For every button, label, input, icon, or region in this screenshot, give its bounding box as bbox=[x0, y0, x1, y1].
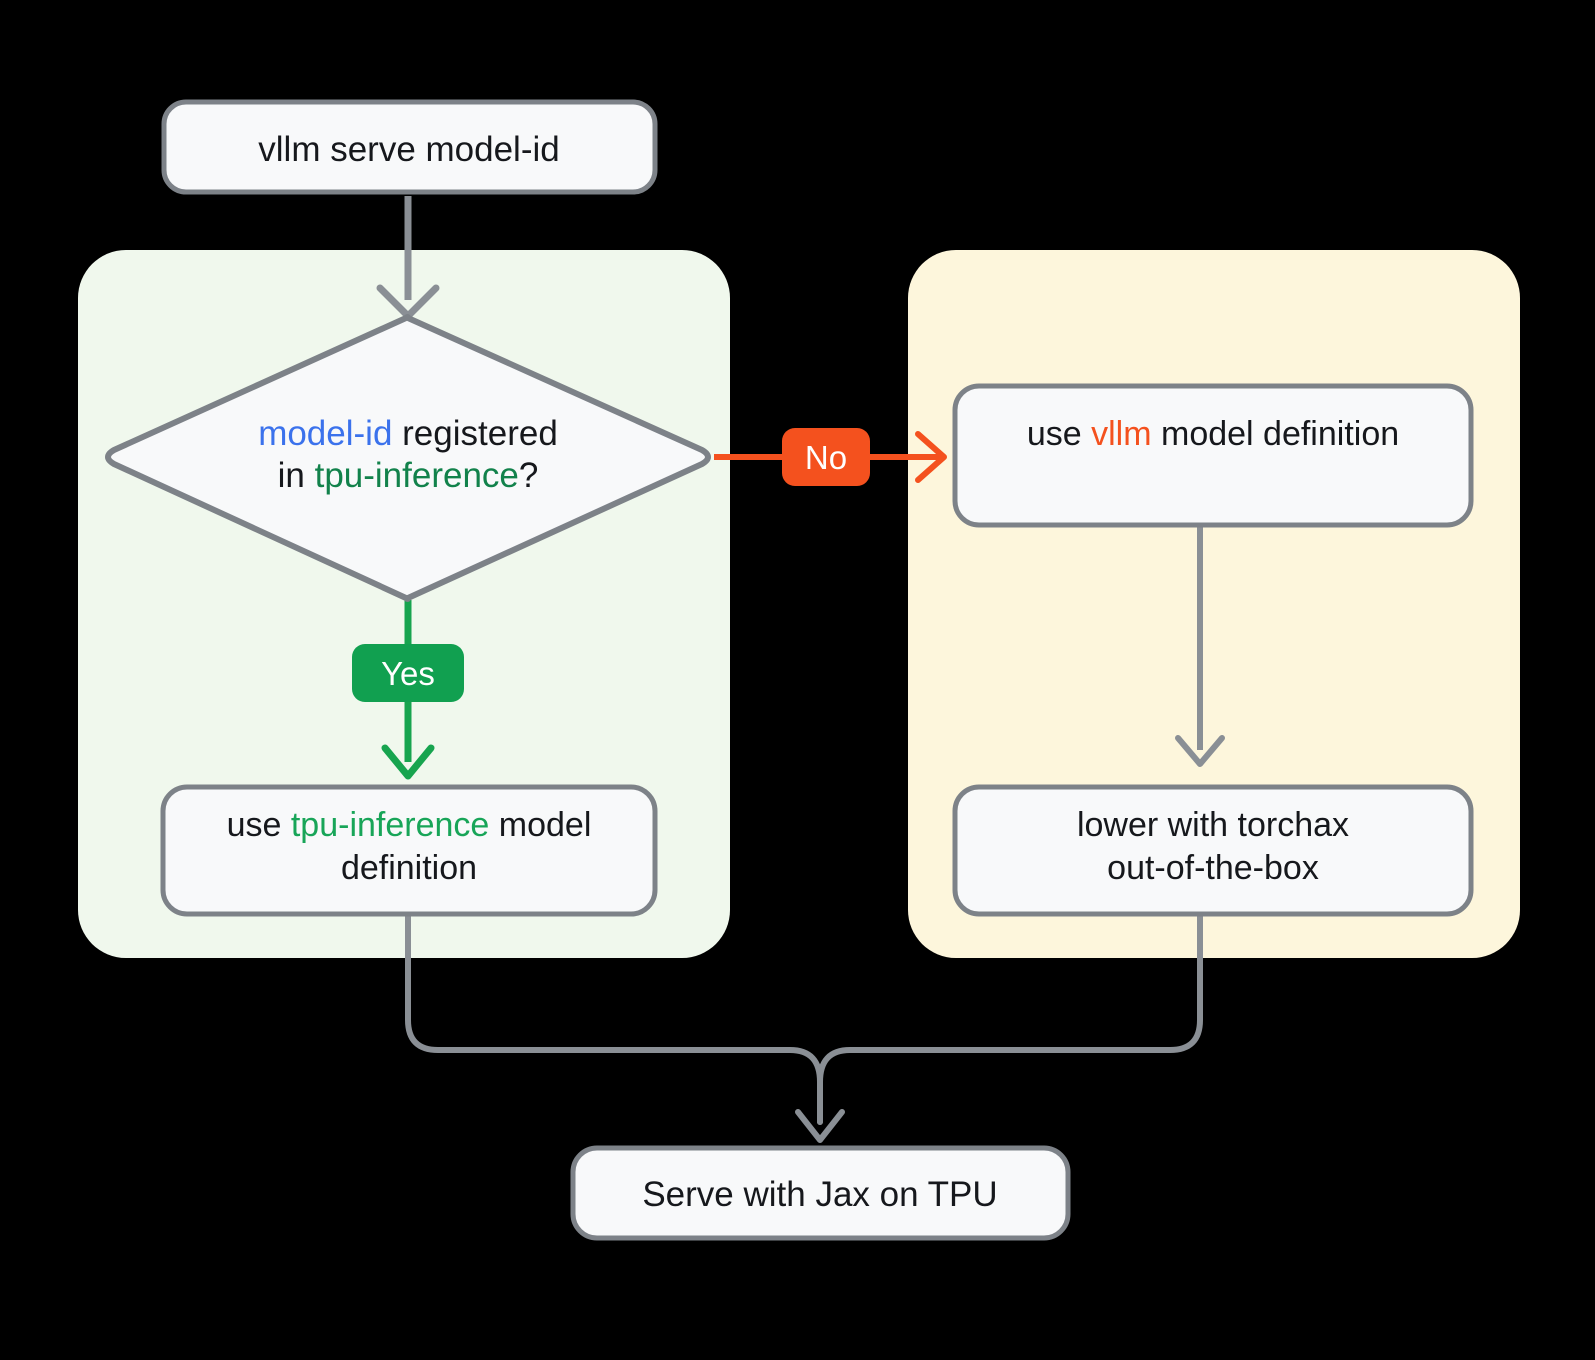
tpu-token-use: use bbox=[227, 806, 291, 844]
tpu-inference-node-line2: definition bbox=[341, 849, 477, 887]
decision-token-in: in bbox=[278, 456, 315, 495]
tpu-inference-node[interactable]: use tpu-inference model definition bbox=[160, 784, 658, 917]
tpu-token-tpu-inference: tpu-inference bbox=[291, 806, 489, 844]
tpu-token-definition: definition bbox=[341, 849, 477, 887]
torchax-node[interactable]: lower with torchax out-of-the-box bbox=[952, 784, 1474, 917]
decision-node[interactable]: model-id registered in tpu-inference? bbox=[105, 314, 711, 602]
decision-token-question: ? bbox=[519, 456, 538, 495]
edge-tpu-inference-to-serve bbox=[405, 912, 823, 1125]
vllm-token-model-definition: model definition bbox=[1152, 415, 1400, 453]
decision-token-model-id: model-id bbox=[258, 414, 392, 453]
serve-node-label: Serve with Jax on TPU bbox=[642, 1175, 997, 1214]
badge-no: No bbox=[782, 428, 870, 486]
badge-yes-label: Yes bbox=[381, 655, 435, 692]
torchax-token-line2: out-of-the-box bbox=[1107, 849, 1319, 887]
decision-token-registered: registered bbox=[392, 414, 557, 453]
badge-yes: Yes bbox=[352, 644, 464, 702]
decision-token-tpu-inference: tpu-inference bbox=[315, 456, 519, 495]
vllm-definition-node-line1: use vllm model definition bbox=[1027, 415, 1399, 453]
torchax-node-line2: out-of-the-box bbox=[1107, 849, 1319, 887]
edge-vllm-definition-to-torchax bbox=[1175, 527, 1225, 767]
tpu-token-model: model bbox=[489, 806, 591, 844]
decision-node-line1: model-id registered bbox=[258, 414, 558, 453]
start-node[interactable]: vllm serve model-id bbox=[161, 99, 658, 195]
serve-node[interactable]: Serve with Jax on TPU bbox=[570, 1145, 1071, 1241]
vllm-definition-node[interactable]: use vllm model definition bbox=[952, 383, 1474, 528]
decision-node-line2: in tpu-inference? bbox=[278, 456, 539, 495]
edge-torchax-to-serve bbox=[795, 912, 1203, 1143]
vllm-token-use: use bbox=[1027, 415, 1091, 453]
torchax-token-line1: lower with torchax bbox=[1077, 806, 1349, 844]
torchax-node-line1: lower with torchax bbox=[1077, 806, 1349, 844]
badge-no-label: No bbox=[805, 439, 847, 476]
start-node-label: vllm serve model-id bbox=[258, 130, 559, 169]
vllm-token-vllm: vllm bbox=[1091, 415, 1151, 453]
tpu-inference-node-line1: use tpu-inference model bbox=[227, 806, 592, 844]
